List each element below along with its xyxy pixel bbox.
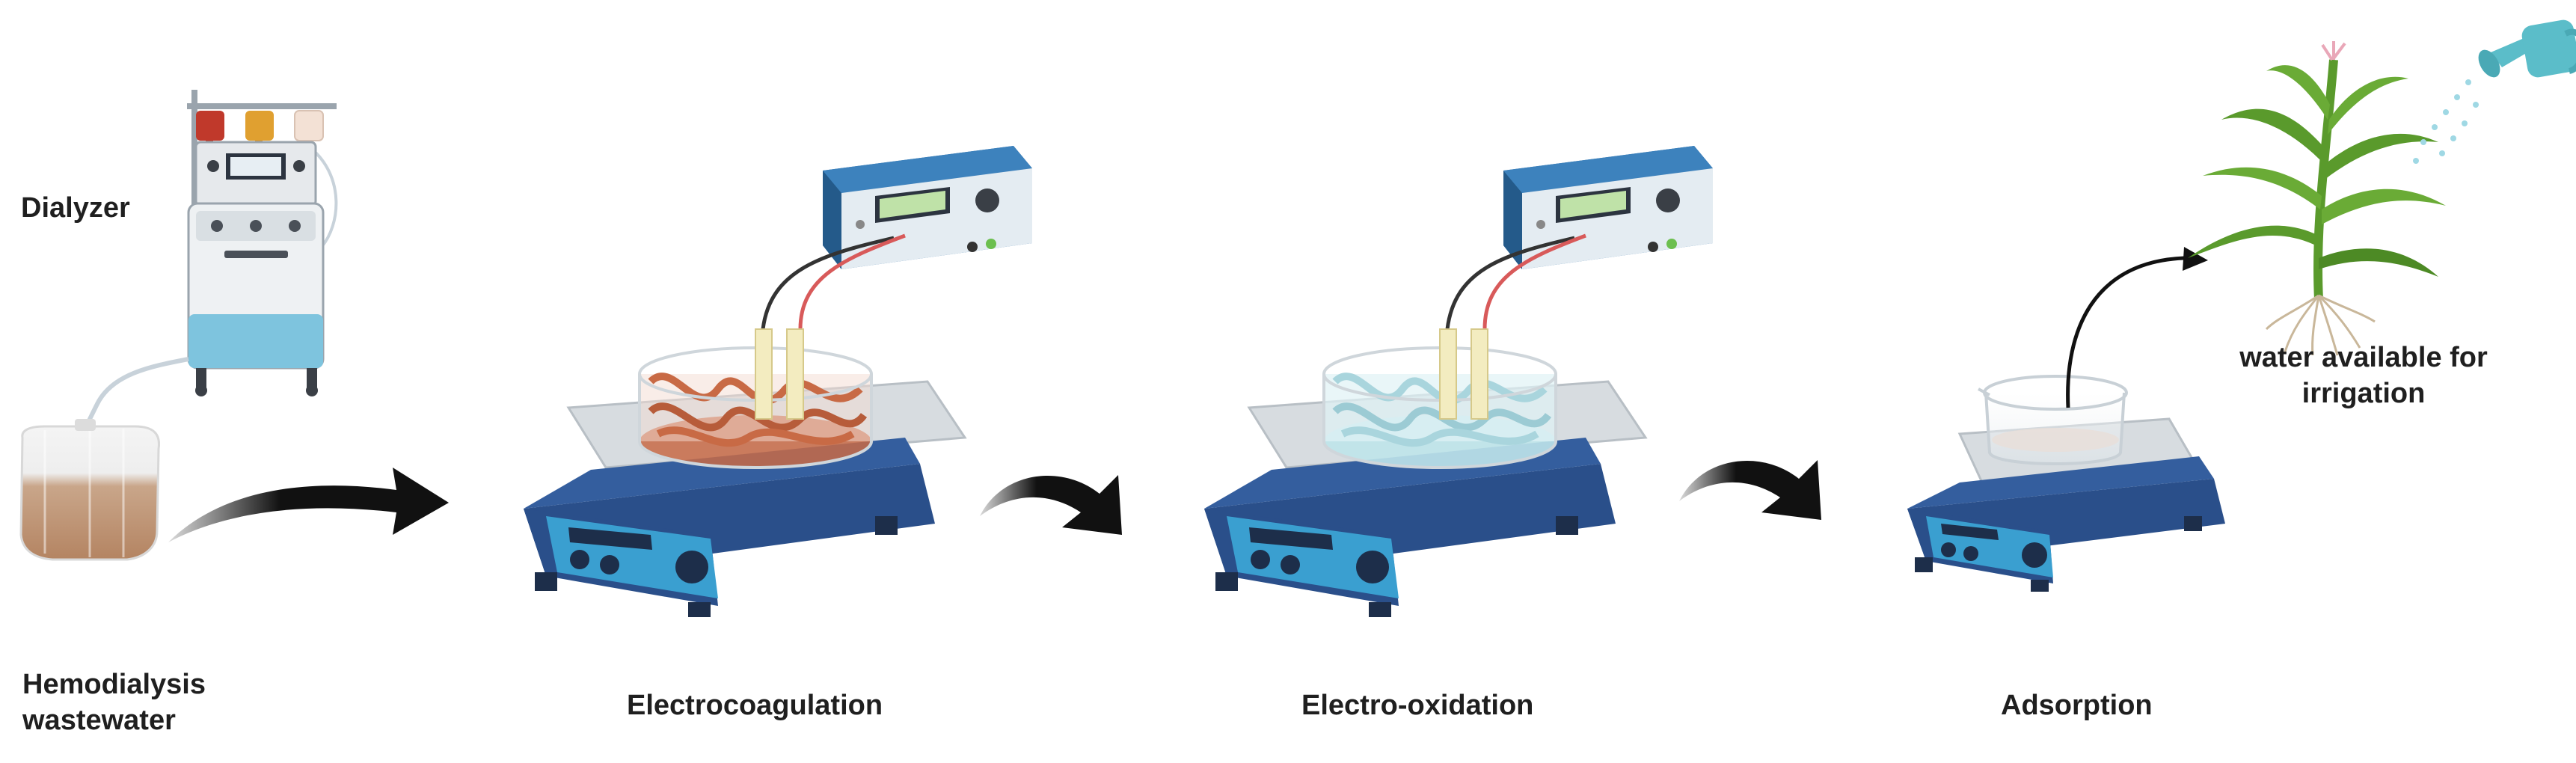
- irrigation-label: water available for irrigation: [2214, 340, 2513, 411]
- flow-arrow-4: [2066, 247, 2208, 408]
- irrigation-label-line2: irrigation: [2301, 377, 2426, 409]
- electrocoagulation-label-text: Electrocoagulation: [627, 690, 883, 721]
- watering-can: [2413, 19, 2576, 164]
- adsorption-station: [1907, 247, 2225, 592]
- adsorption-label-text: Adsorption: [2001, 690, 2153, 721]
- flow-arrow-3: [1679, 460, 1821, 520]
- flow-arrow-1: [168, 468, 449, 542]
- power-supply-1: [823, 146, 1032, 269]
- adsorption-label: Adsorption: [2001, 688, 2153, 724]
- electro-oxidation-label: Electro-oxidation: [1301, 688, 1533, 724]
- wastewater-bag: [19, 419, 161, 561]
- electrodes-1: [755, 328, 804, 420]
- dialyzer-label-text: Dialyzer: [21, 192, 130, 224]
- wastewater-label: Hemodialysis wastewater: [22, 667, 206, 738]
- dialyzer-label: Dialyzer: [21, 191, 130, 227]
- adsorption-beaker: [1978, 375, 2128, 465]
- power-supply-2: [1503, 146, 1713, 269]
- irrigated-plant: [2188, 41, 2446, 356]
- wastewater-label-line1: Hemodialysis: [22, 669, 206, 700]
- flow-arrow-2: [980, 475, 1122, 535]
- electrodes-2: [1439, 328, 1488, 420]
- electro-oxidation-station: [1204, 146, 1713, 617]
- drain-tube: [82, 357, 189, 435]
- irrigation-label-line1: water available for: [2239, 342, 2488, 373]
- electrocoagulation-label: Electrocoagulation: [627, 688, 883, 724]
- dialyzer-machine: [187, 90, 338, 396]
- wastewater-label-line2: wastewater: [22, 704, 176, 736]
- electrocoagulation-station: [524, 146, 1032, 617]
- electro-oxidation-label-text: Electro-oxidation: [1301, 690, 1534, 721]
